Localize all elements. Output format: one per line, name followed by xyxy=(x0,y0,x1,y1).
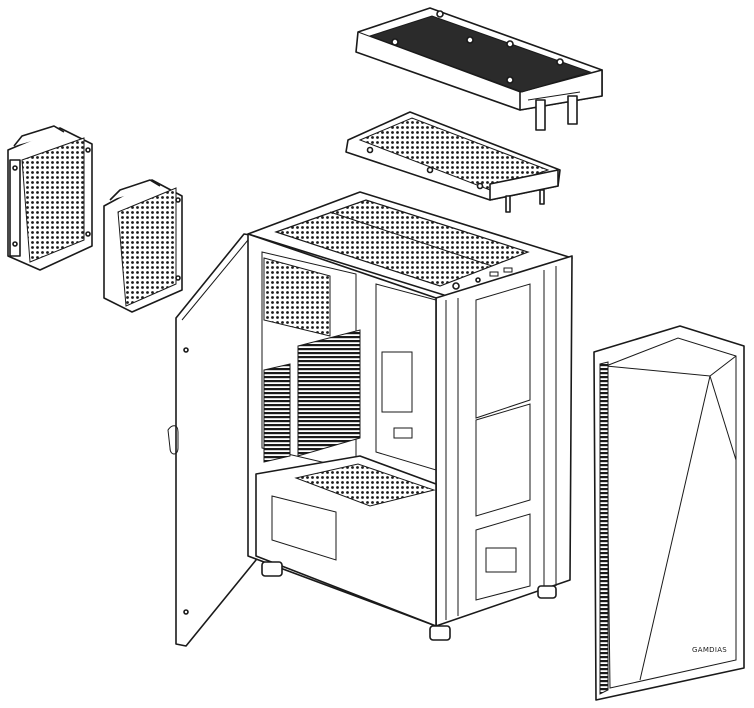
radiator-120-left-b xyxy=(103,179,183,313)
gamdias-logo: GAMDIAS xyxy=(692,646,727,654)
case-body xyxy=(247,191,573,641)
radiator-120-left-a xyxy=(7,125,93,271)
front-panel: GAMDIAS xyxy=(593,325,745,701)
side-glass-panel xyxy=(167,233,257,647)
radiator-280-middle xyxy=(345,111,561,213)
radiator-360-top xyxy=(355,7,603,131)
